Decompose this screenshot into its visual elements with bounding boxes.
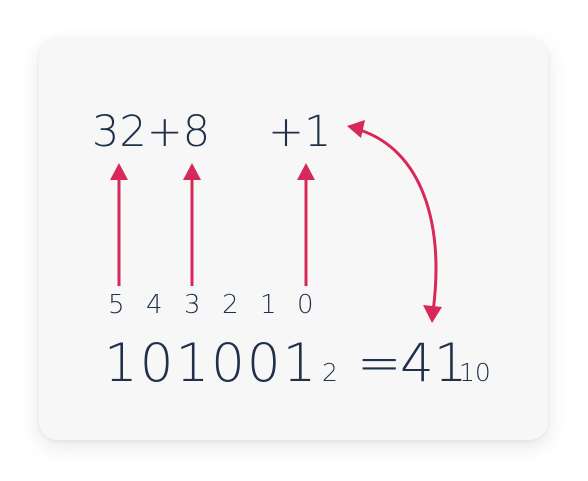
sum-term-32-plus-8: 32+8 <box>92 107 210 157</box>
double-curved-arrow-icon <box>347 120 442 323</box>
position-label: 4 <box>146 290 163 320</box>
diagram-card <box>39 39 548 440</box>
arrow-up-icon <box>110 163 128 286</box>
position-label: 0 <box>297 290 314 320</box>
position-label: 2 <box>222 290 239 320</box>
binary-base-subscript: 2 <box>322 358 338 387</box>
arrow-up-icon <box>183 163 201 286</box>
binary-number: 101001 <box>104 333 318 394</box>
sum-term-plus-1: +1 <box>268 107 331 157</box>
decimal-number: 41 <box>400 333 467 394</box>
arrow-up-icon <box>297 163 315 286</box>
position-label: 1 <box>260 290 277 320</box>
decimal-base-subscript: 10 <box>459 358 491 387</box>
position-label: 3 <box>184 290 201 320</box>
position-label: 5 <box>108 290 125 320</box>
equals-sign: = <box>357 333 401 394</box>
